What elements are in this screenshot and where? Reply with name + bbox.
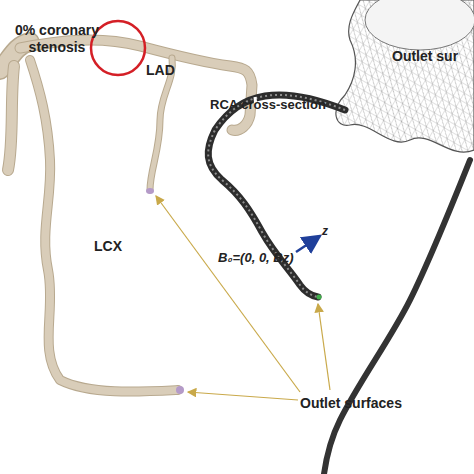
branch-label: LAD (146, 62, 175, 79)
field-label: B₀=(0, 0, Bz) (218, 250, 294, 266)
section-label: RCA cross-section (210, 97, 326, 113)
outlet-label: Outlet surfaces (300, 395, 402, 412)
leader-lines (156, 196, 330, 400)
field-arrow (296, 236, 320, 252)
axis-label: z (322, 224, 328, 238)
branch-label: LCX (94, 238, 122, 255)
coronary-tree (0, 40, 252, 392)
stenosis-circle (91, 21, 145, 75)
outlet-label: Outlet sur (392, 48, 458, 65)
rca-mesh (208, 0, 474, 474)
stenosis-label: 0% coronary stenosis (2, 22, 112, 56)
